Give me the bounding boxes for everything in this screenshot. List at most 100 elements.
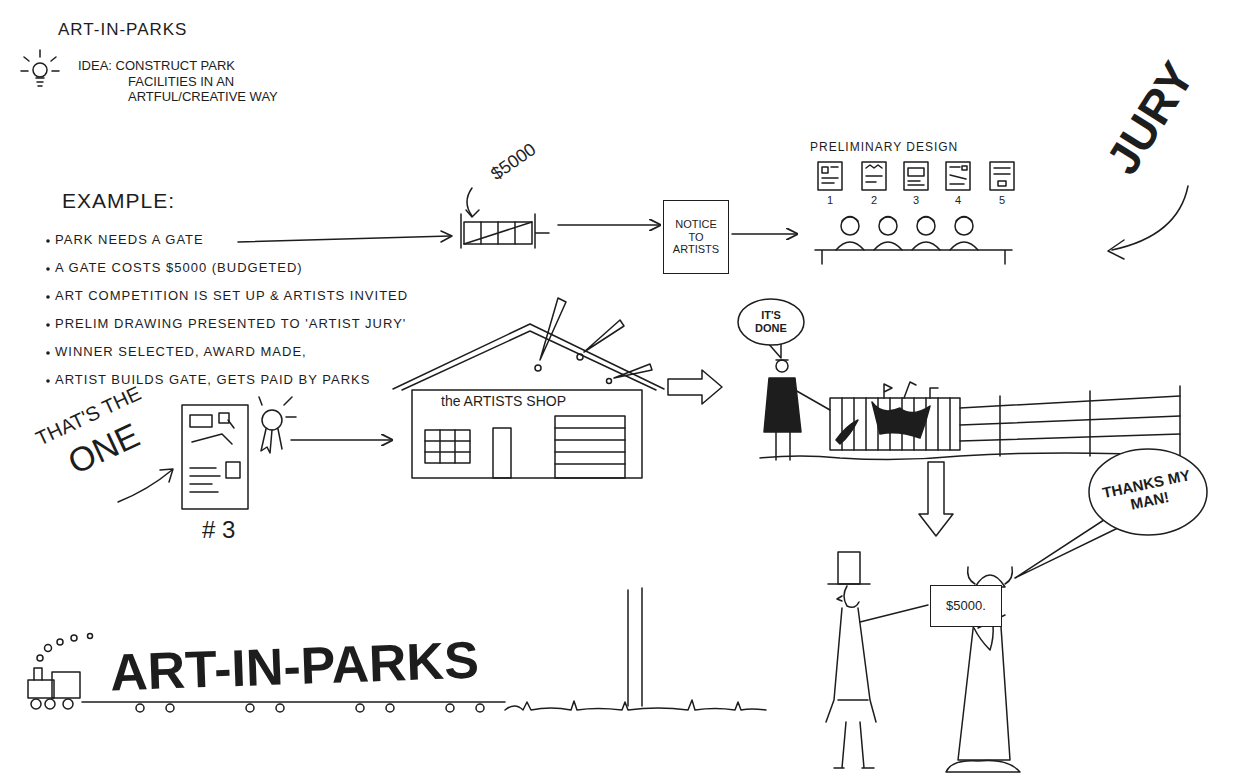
jury-audience	[842, 217, 972, 222]
award-ribbon	[262, 410, 282, 430]
bullet-dot	[46, 239, 50, 383]
flow-arrow	[291, 439, 392, 441]
bubble-outline	[738, 299, 804, 345]
sparkle-marks	[614, 364, 652, 378]
fence	[1000, 386, 1180, 456]
pick-arrow	[118, 470, 172, 502]
node-text: PRELIMINARY DESIGN	[810, 141, 958, 155]
gate-drawing	[464, 222, 532, 244]
flow-arrow	[558, 224, 660, 226]
idea-bulb	[21, 50, 59, 86]
finished-gate	[872, 402, 930, 438]
train-drawing	[356, 704, 364, 712]
node-text: the ARTISTS SHOP	[441, 393, 566, 409]
step-note: A GATE COSTS $5000 (BUDGETED)	[55, 260, 303, 276]
example-heading: EXAMPLE:	[62, 188, 175, 213]
gate-drawing	[461, 188, 549, 248]
winning-sheet	[192, 420, 234, 444]
sparkle-marks	[540, 298, 566, 360]
notice-sign: NOTICE TO ARTISTS	[663, 200, 729, 274]
train-drawing	[34, 668, 42, 680]
builder-figure	[776, 390, 830, 460]
winning-design: # 3	[178, 400, 288, 550]
bubble-outline	[1089, 449, 1207, 535]
design-sketches	[994, 168, 1010, 186]
design-sketches	[822, 167, 838, 183]
train-drawing	[57, 639, 63, 645]
train-drawing	[52, 672, 80, 698]
payer-figure	[838, 552, 860, 584]
finished-gate	[842, 398, 950, 450]
sparkle-marks	[535, 298, 652, 384]
leader-arrow	[441, 231, 452, 242]
payer-figure	[828, 583, 870, 585]
idea-bulb	[33, 63, 47, 77]
builder-figure	[764, 360, 830, 460]
step-note: PRELIM DRAWING PRESENTED TO 'ARTIST JURY…	[55, 316, 406, 332]
fence	[760, 386, 1180, 460]
winning-sheet	[182, 405, 248, 509]
winning-sheet	[182, 405, 248, 509]
design-number: 3	[913, 194, 919, 207]
design-number: 4	[955, 194, 961, 207]
train-drawing	[63, 699, 73, 709]
payer-figure	[826, 552, 928, 768]
train-drawing	[446, 704, 454, 712]
design-sketches	[904, 162, 928, 190]
pick-arrow	[160, 469, 173, 482]
winning-sheet	[226, 462, 240, 478]
hollow-arrow	[668, 370, 722, 404]
award-ribbon	[259, 397, 296, 417]
builder-figure	[776, 360, 788, 372]
tree-and-grass	[628, 588, 642, 706]
leader-arrow	[238, 231, 452, 242]
jury-label: JURY	[1098, 55, 1201, 182]
design-panel: PRELIMINARY DESIGN	[800, 138, 1060, 268]
hollow-arrow	[919, 462, 953, 536]
design-number: 5	[999, 194, 1005, 207]
payer-figure	[860, 605, 928, 622]
step-note: ART COMPETITION IS SET UP & ARTISTS INVI…	[55, 288, 408, 304]
bullet-dot	[46, 239, 50, 243]
train-drawing	[82, 701, 505, 703]
bullet-dot	[46, 267, 50, 271]
shop-house	[393, 324, 664, 389]
design-sketches	[990, 162, 1014, 190]
bullet-dot	[46, 323, 50, 327]
jury-arrow	[1108, 186, 1188, 259]
train-drawing	[45, 645, 52, 652]
pick-arrow	[118, 469, 173, 502]
jury-audience	[836, 242, 978, 250]
train-drawing	[28, 680, 54, 698]
jury-audience	[815, 217, 1012, 265]
design-sketches	[946, 162, 970, 190]
design-sketches	[818, 162, 1014, 190]
idea-bulb	[36, 78, 44, 86]
train-drawing	[136, 704, 144, 712]
shop-house	[393, 324, 664, 478]
viking-figure	[946, 760, 1020, 772]
sparkle-marks	[584, 320, 624, 352]
node-text: NOTICE TO ARTISTS	[669, 218, 723, 256]
viking-figure	[968, 567, 1013, 584]
viking-figure	[958, 612, 1010, 760]
finished-gate	[830, 398, 960, 450]
design-sketches	[866, 165, 882, 182]
finished-gate	[836, 420, 858, 444]
speech-bubble: IT'S DONE	[737, 298, 805, 346]
design-sketches	[908, 168, 924, 185]
train-drawing	[476, 704, 484, 712]
flow-arrow	[732, 233, 797, 235]
shop-house	[555, 428, 625, 464]
sparkle-marks	[577, 354, 583, 360]
shop-house	[412, 390, 642, 478]
idea-bulb	[21, 50, 59, 71]
sparkle-marks	[535, 365, 541, 371]
payer-figure	[826, 608, 876, 722]
tree-and-grass	[505, 700, 766, 710]
artist-shop: the ARTISTS SHOP	[395, 320, 660, 480]
shop-house	[425, 430, 470, 463]
tree-and-grass	[505, 588, 766, 710]
payer-figure	[834, 722, 874, 768]
